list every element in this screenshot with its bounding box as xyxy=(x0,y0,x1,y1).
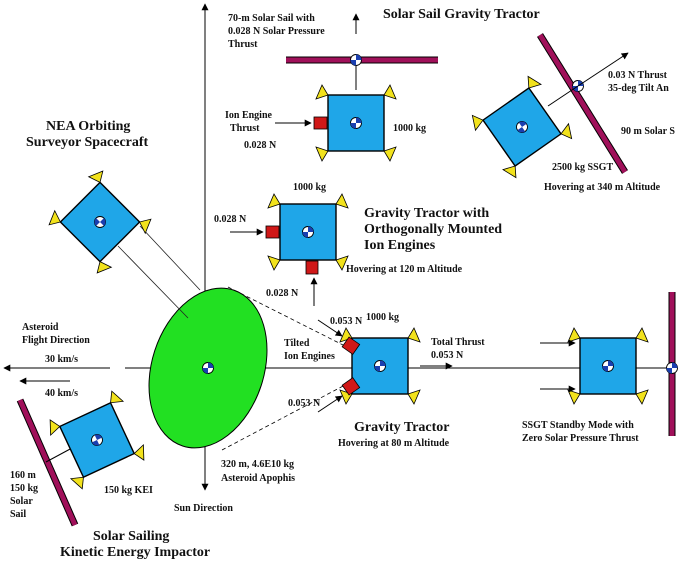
sgt-thrust-1: 0.03 N Thrust xyxy=(608,70,668,81)
ortho-title-2: Orthogonally Mounted xyxy=(364,222,502,237)
kei-spacecraft xyxy=(45,389,150,492)
ssgt-standby-spacecraft xyxy=(568,328,648,404)
top-craft-mass: 1000 kg xyxy=(393,123,426,134)
apophis-1: 320 m, 4.6E10 kg xyxy=(221,459,294,470)
surveyor-view-line-1 xyxy=(117,245,189,319)
tilted-thrust-bottom: 0.053 N xyxy=(288,398,321,409)
ortho-title-1: Gravity Tractor with xyxy=(364,206,489,221)
tilted-mass: 1000 kg xyxy=(366,312,399,323)
kei-mast xyxy=(45,447,73,463)
ortho-left-thrust: 0.028 N xyxy=(214,214,247,225)
right-solar-sail xyxy=(537,33,628,174)
ortho-bottom-thrust: 0.028 N xyxy=(266,288,299,299)
dashed-link-bottom xyxy=(221,384,346,451)
sgt-thrust-2: 35-deg Tilt An xyxy=(608,83,669,94)
speed-30: 30 km/s xyxy=(45,354,78,365)
ssgt-title: Solar Sail Gravity Tractor xyxy=(383,7,540,22)
standby-1: SSGT Standby Mode with xyxy=(522,420,634,431)
top-sail-hub-icon xyxy=(350,54,362,66)
total-thrust-2: 0.053 N xyxy=(431,350,464,361)
ion-engine-label-2: Thrust xyxy=(230,123,260,134)
total-thrust-1: Total Thrust xyxy=(431,337,485,348)
sgt-mass: 2500 kg SSGT xyxy=(552,162,613,173)
surveyor-view-line-2 xyxy=(139,225,201,291)
nea-title-2: Surveyor Spacecraft xyxy=(26,135,149,150)
tilted-top-thrust-arrow xyxy=(317,319,343,337)
ion-thrust-value: 0.028 N xyxy=(244,140,277,151)
tilted-gravity-tractor xyxy=(340,328,420,404)
kei-mass: 150 kg KEI xyxy=(104,485,153,496)
tilted-thrust-top: 0.053 N xyxy=(330,316,363,327)
kei-sail-2: 150 kg xyxy=(10,483,38,494)
ortho-hover: Hovering at 120 m Altitude xyxy=(346,264,463,275)
dashed-link-top xyxy=(227,286,346,347)
sail70-line3: Thrust xyxy=(228,39,258,50)
right-sail-mast xyxy=(547,85,579,107)
asteroid-center-icon xyxy=(202,362,214,374)
ortho-mass: 1000 kg xyxy=(293,182,326,193)
kei-sail-4: Sail xyxy=(10,509,26,520)
kei-sail-3: Solar xyxy=(10,496,33,507)
asteroid-direction-1: Asteroid xyxy=(22,322,59,333)
kei-solar-sail xyxy=(17,398,78,527)
tilted-bottom-thrust-arrow xyxy=(317,395,343,413)
ion-thrust-spacecraft xyxy=(313,85,396,161)
kei-title-2: Kinetic Energy Impactor xyxy=(60,545,210,560)
nea-title-1: NEA Orbiting xyxy=(46,119,130,134)
sail70-line1: 70-m Solar Sail with xyxy=(228,13,315,24)
sgt-hover: Hovering at 340 m Altitude xyxy=(544,182,661,193)
speed-40: 40 km/s xyxy=(45,388,78,399)
ion-engine-label-1: Ion Engine xyxy=(225,110,273,121)
ortho-title-3: Ion Engines xyxy=(364,238,436,253)
tilted-label-2: Ion Engines xyxy=(284,351,335,362)
standby-2: Zero Solar Pressure Thrust xyxy=(522,433,639,444)
orthogonal-gravity-tractor xyxy=(265,194,348,275)
gt-hover: Hovering at 80 m Altitude xyxy=(338,438,450,449)
asteroid-direction-2: Flight Direction xyxy=(22,335,90,346)
nea-surveyor-spacecraft xyxy=(45,167,155,277)
apophis-2: Asteroid Apophis xyxy=(221,473,295,484)
right-sail-thrust-arrow xyxy=(577,52,629,87)
sgt-sail-size: 90 m Solar S xyxy=(621,126,675,137)
kei-sail-1: 160 m xyxy=(10,470,37,481)
tilted-label-1: Tilted xyxy=(284,338,310,349)
sun-direction-label: Sun Direction xyxy=(174,503,233,514)
kei-title-1: Solar Sailing xyxy=(93,529,169,544)
sail70-line2: 0.028 N Solar Pressure xyxy=(228,26,325,37)
gt-title: Gravity Tractor xyxy=(354,420,450,435)
standby-sail-hub-icon xyxy=(666,362,678,374)
